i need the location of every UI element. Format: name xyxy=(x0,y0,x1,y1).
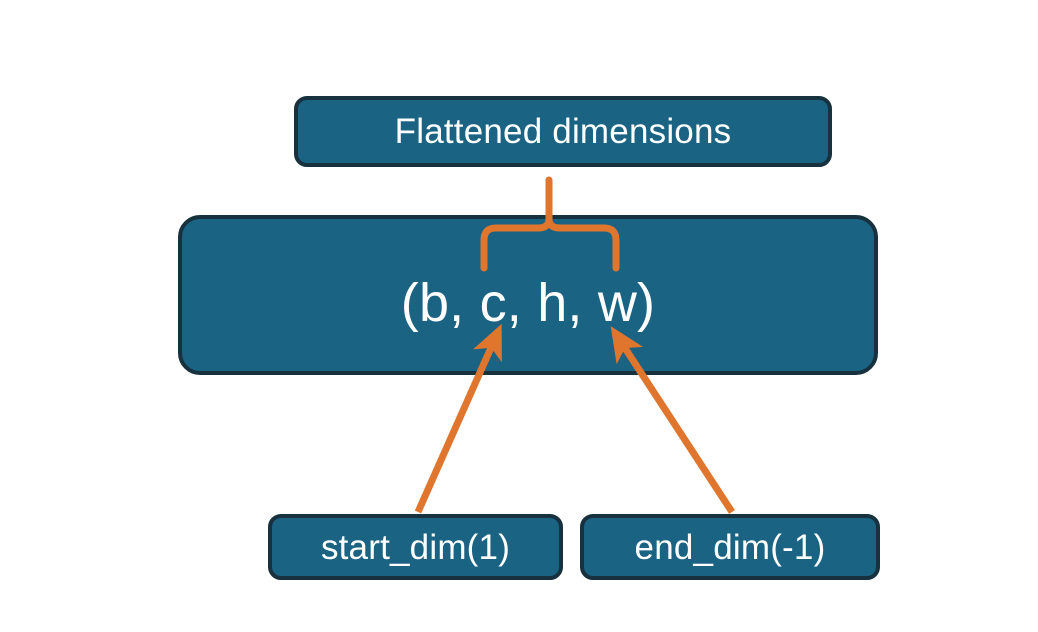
tensor-shape-label: (b, c, h, w) xyxy=(400,273,656,333)
start-dim-label: start_dim(1) xyxy=(320,527,511,567)
end-dim-box: end_dim(-1) xyxy=(580,514,880,580)
flattened-dimensions-label: Flattened dimensions xyxy=(394,112,732,151)
tensor-shape-box: (b, c, h, w) xyxy=(178,215,878,375)
end-dim-label: end_dim(-1) xyxy=(634,527,826,567)
start-dim-box: start_dim(1) xyxy=(268,514,563,580)
flattened-dimensions-box: Flattened dimensions xyxy=(294,96,832,167)
